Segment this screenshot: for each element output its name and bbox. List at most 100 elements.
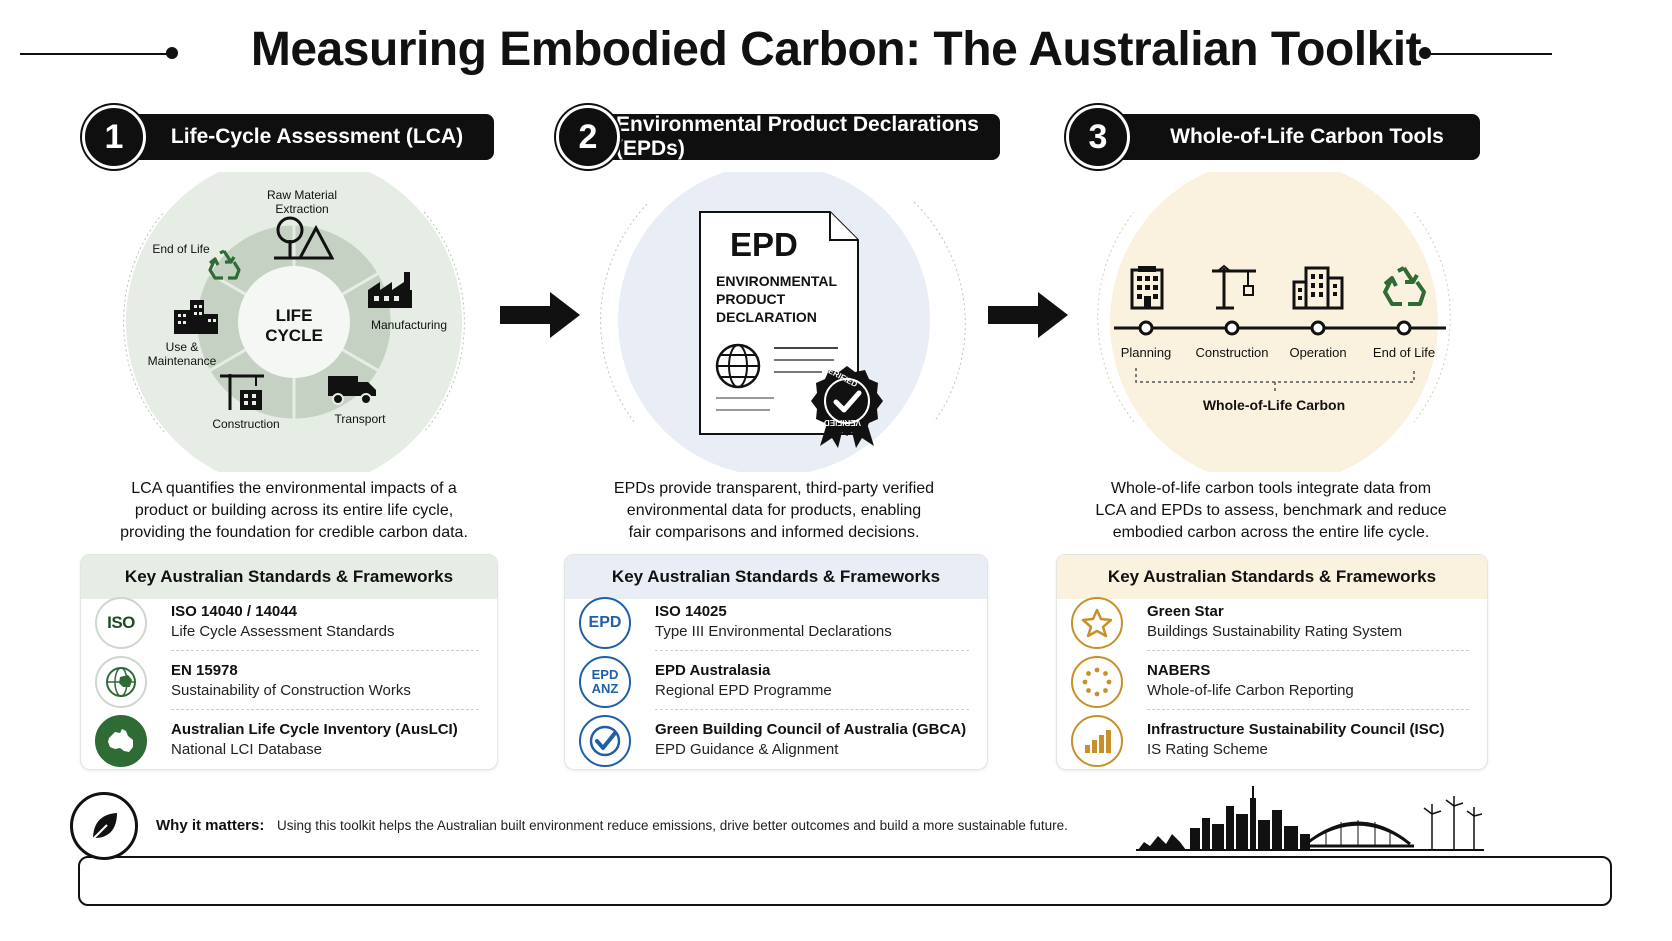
stage-raw-line1: Raw Material bbox=[266, 188, 338, 202]
standard-title: Green Building Council of Australia (GBC… bbox=[655, 721, 967, 738]
recycle-icon bbox=[208, 249, 241, 280]
section-1-desc-line: product or building across its entire li… bbox=[134, 502, 454, 519]
section-3-header: Whole-of-Life Carbon Tools bbox=[1100, 114, 1480, 160]
stage-raw-material: Raw Material Extraction bbox=[252, 188, 352, 216]
section-2-desc-line: fair comparisons and informed decisions. bbox=[628, 524, 920, 541]
epd-doc-line2: PRODUCT bbox=[716, 291, 786, 307]
section-2-header: Environmental Product Declarations (EPDs… bbox=[590, 113, 1000, 160]
stage-use-maintenance: Use & Maintenance bbox=[147, 340, 217, 368]
epd-doc-title: EPD bbox=[730, 226, 798, 263]
cycle-center-line1: LIFE bbox=[275, 306, 313, 325]
standard-title: ISO 14040 / 14044 bbox=[171, 603, 297, 620]
footer-text: Using this toolkit helps the Australian … bbox=[277, 818, 1068, 833]
epd-icon-text: EPD bbox=[588, 614, 622, 631]
australia-map-icon bbox=[95, 715, 147, 767]
why-it-matters-banner bbox=[78, 856, 1612, 906]
tree-mountain-icon bbox=[274, 216, 334, 260]
standard-title: Australian Life Cycle Inventory (AusLCI) bbox=[171, 721, 458, 738]
card-3-title: Key Australian Standards & Frameworks bbox=[1057, 555, 1487, 599]
section-1-standards-card: Key Australian Standards & Frameworks IS… bbox=[80, 554, 498, 770]
buildings-icon bbox=[174, 300, 218, 334]
section-3-desc-line: embodied carbon across the entire life c… bbox=[1112, 524, 1430, 541]
city-skyline-icon bbox=[1136, 786, 1484, 851]
cycle-center-line2: CYCLE bbox=[265, 326, 323, 345]
card-1-title: Key Australian Standards & Frameworks bbox=[81, 555, 497, 599]
timeline-caption: Whole-of-Life Carbon bbox=[1202, 397, 1346, 413]
stage-raw-line2: Extraction bbox=[275, 202, 329, 216]
star-icon bbox=[1071, 597, 1123, 649]
standard-subtitle: Life Cycle Assessment Standards bbox=[171, 623, 395, 640]
dotted-circle-icon bbox=[1071, 656, 1123, 708]
standard-item: EPD ANZ EPD Australasia Regional EPD Pro… bbox=[565, 650, 987, 712]
standard-subtitle: National LCI Database bbox=[171, 741, 322, 758]
standard-title: ISO 14025 bbox=[655, 603, 727, 620]
standard-subtitle: Type III Environmental Declarations bbox=[655, 623, 892, 640]
leaf-icon bbox=[92, 813, 117, 840]
epd-anz-icon: EPD ANZ bbox=[579, 656, 631, 708]
title-rule-left bbox=[20, 53, 172, 55]
arrow-right-icon bbox=[988, 292, 1068, 338]
seal-text-bottom: VERIFIED bbox=[824, 418, 861, 427]
check-circle-icon bbox=[579, 715, 631, 767]
standard-subtitle: Whole-of-life Carbon Reporting bbox=[1147, 682, 1354, 699]
apartment-buildings-icon bbox=[1292, 266, 1344, 310]
divider bbox=[1147, 650, 1469, 651]
epd-icon: EPD bbox=[579, 597, 631, 649]
divider bbox=[171, 709, 479, 710]
stage-transport: Transport bbox=[334, 412, 386, 426]
office-building-icon bbox=[1130, 266, 1164, 310]
timeline-end-of-life: End of Life bbox=[1372, 345, 1436, 360]
standard-title: EPD Australasia bbox=[655, 662, 771, 679]
crane-icon bbox=[220, 374, 264, 410]
wol-diagram bbox=[1097, 172, 1451, 472]
section-3-desc-line: LCA and EPDs to assess, benchmark and re… bbox=[1095, 502, 1447, 519]
title-dot-left bbox=[166, 47, 178, 59]
factory-icon bbox=[368, 272, 412, 308]
cycle-center-label: LIFE CYCLE bbox=[244, 306, 344, 346]
timeline-operation: Operation bbox=[1289, 345, 1347, 360]
section-3-standards-card: Key Australian Standards & Frameworks Gr… bbox=[1056, 554, 1488, 770]
section-1-number: 1 bbox=[82, 105, 146, 169]
iso-icon: ISO bbox=[95, 597, 147, 649]
divider bbox=[171, 650, 479, 651]
timeline-construction: Construction bbox=[1195, 345, 1269, 360]
standard-title: Infrastructure Sustainability Council (I… bbox=[1147, 721, 1445, 738]
bar-chart-icon bbox=[1071, 715, 1123, 767]
standard-item: EN 15978 Sustainability of Construction … bbox=[81, 650, 497, 712]
leaf-badge bbox=[70, 792, 138, 860]
standard-item: ISO ISO 14040 / 14044 Life Cycle Assessm… bbox=[81, 591, 497, 653]
section-2-number: 2 bbox=[556, 105, 620, 169]
section-3-number: 3 bbox=[1066, 105, 1130, 169]
globe-icon bbox=[715, 343, 761, 389]
section-3-header-text: Whole-of-Life Carbon Tools bbox=[1170, 125, 1444, 148]
standard-item: Green Star Buildings Sustainability Rati… bbox=[1057, 591, 1487, 653]
standard-item: Green Building Council of Australia (GBC… bbox=[565, 709, 987, 769]
section-1-header-text: Life-Cycle Assessment (LCA) bbox=[170, 125, 464, 148]
epd-doc-line3: DECLARATION bbox=[716, 309, 817, 325]
section-1-desc-line: LCA quantifies the environmental impacts… bbox=[131, 480, 457, 497]
footer-label: Why it matters: bbox=[156, 817, 265, 834]
section-3-description: Whole-of-life carbon tools integrate dat… bbox=[1056, 478, 1486, 544]
divider bbox=[655, 709, 969, 710]
arrow-right-icon bbox=[500, 292, 580, 338]
verified-seal-icon bbox=[811, 366, 883, 448]
section-1-desc-line: providing the foundation for credible ca… bbox=[120, 524, 468, 541]
truck-icon bbox=[328, 376, 376, 405]
standard-title: Green Star bbox=[1147, 603, 1224, 620]
section-2-description: EPDs provide transparent, third-party ve… bbox=[564, 478, 984, 544]
standard-subtitle: Buildings Sustainability Rating System bbox=[1147, 623, 1403, 640]
recycle-icon bbox=[1383, 266, 1426, 306]
construction-crane-icon bbox=[1212, 264, 1256, 310]
iso-icon-text: ISO bbox=[107, 613, 135, 632]
section-2-desc-line: EPDs provide transparent, third-party ve… bbox=[613, 480, 935, 497]
standard-item: Infrastructure Sustainability Council (I… bbox=[1057, 709, 1487, 769]
title-rule-right bbox=[1428, 53, 1552, 55]
section-3-desc-line: Whole-of-life carbon tools integrate dat… bbox=[1110, 480, 1432, 497]
stage-construction: Construction bbox=[212, 417, 280, 431]
divider bbox=[655, 650, 969, 651]
title-dot-right bbox=[1419, 47, 1431, 59]
standard-item: EPD ISO 14025 Type III Environmental Dec… bbox=[565, 591, 987, 653]
standard-item: NABERS Whole-of-life Carbon Reporting bbox=[1057, 650, 1487, 712]
page-title: Measuring Embodied Carbon: The Australia… bbox=[250, 23, 1422, 76]
divider bbox=[1147, 709, 1469, 710]
